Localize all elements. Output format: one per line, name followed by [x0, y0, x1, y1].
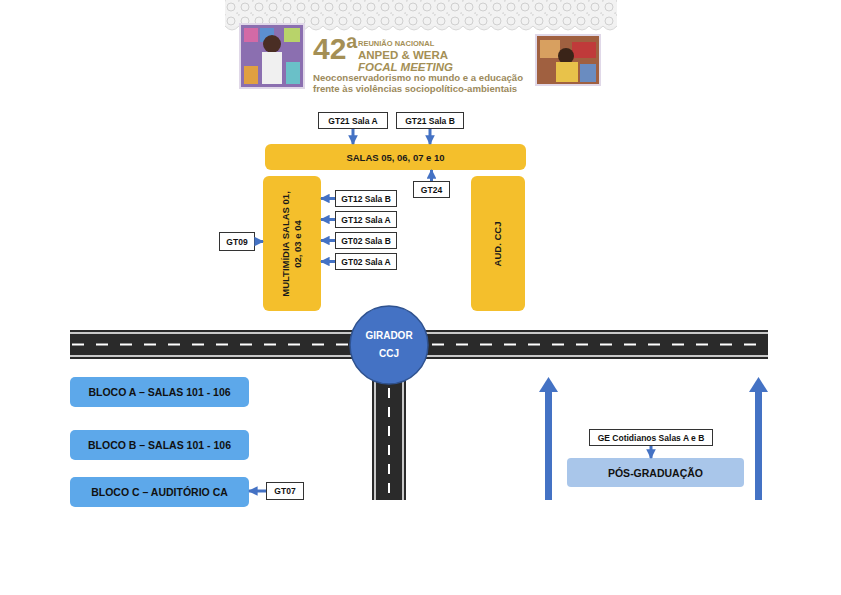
banner-text: FOCAL MEETING [358, 61, 453, 73]
banner-text: Neoconservadorismo no mundo e a educação… [313, 73, 535, 94]
roundabout-shape [349, 305, 429, 385]
banner-text: REUNIÃO NACIONAL [358, 40, 434, 48]
node-label: AUD. CCJ [471, 184, 525, 304]
node-label: GIRADOR CCJ [364, 327, 414, 363]
arrow-connector [249, 490, 266, 493]
room-tag: GT21 Sala B [396, 112, 464, 129]
banner-text: 42ª [313, 34, 357, 64]
node-label: MULTIMÍDIA SALAS 01, 02, 03 e 04 [263, 188, 321, 300]
room-tag: GT07 [266, 482, 304, 500]
room-tag: GT24 [413, 181, 450, 198]
room-tag: GT02 Sala A [335, 253, 397, 270]
banner-text: ANPED & WERA [358, 49, 448, 61]
room-tag: GT12 Sala B [335, 190, 397, 207]
node-label: GE Cotidianos Salas A e B [598, 433, 705, 443]
node-label: GT02 Sala A [341, 257, 390, 267]
room-tag: GT09 [219, 232, 255, 251]
node-label: GT24 [421, 185, 442, 195]
node-label: BLOCO B – SALAS 101 - 106 [88, 439, 231, 451]
building-block: AUD. CCJ [471, 176, 525, 311]
arrow-connector [429, 129, 432, 144]
direction-arrow [539, 377, 558, 500]
road-edge-line [374, 380, 376, 500]
node-label: BLOCO C – AUDITÓRIO CA [91, 486, 228, 498]
banner-photo-right [536, 35, 600, 85]
node-label: GT12 Sala B [341, 194, 391, 204]
building-block: BLOCO B – SALAS 101 - 106 [70, 430, 249, 460]
banner-photo-left [240, 24, 304, 88]
room-tag: GT02 Sala B [335, 232, 397, 249]
node-label: GT09 [226, 237, 247, 247]
room-tag: GT12 Sala A [335, 211, 397, 228]
direction-arrow [749, 377, 768, 500]
arrow-connector [650, 446, 653, 458]
node-label: GT07 [274, 486, 295, 496]
node-label: GT21 Sala B [405, 116, 455, 126]
road-vertical [372, 370, 406, 500]
road-edge-line [402, 380, 404, 500]
node-label: GT12 Sala A [341, 215, 390, 225]
arrow-connector [321, 197, 335, 200]
building-block: MULTIMÍDIA SALAS 01, 02, 03 e 04 [263, 176, 321, 311]
arrow-connector [255, 240, 263, 243]
arrow-connector [430, 170, 433, 181]
building-block: BLOCO A – SALAS 101 - 106 [70, 377, 249, 407]
room-tag: GE Cotidianos Salas A e B [589, 429, 713, 446]
arrow-connector [321, 260, 335, 263]
building-block: PÓS-GRADUAÇÃO [567, 458, 744, 487]
node-label: GT02 Sala B [341, 236, 391, 246]
node-label: BLOCO A – SALAS 101 - 106 [88, 386, 230, 398]
node-label: SALAS 05, 06, 07 e 10 [346, 152, 444, 163]
arrow-connector [321, 239, 335, 242]
node-label: PÓS-GRADUAÇÃO [608, 467, 703, 479]
room-tag: GT21 Sala A [318, 112, 388, 129]
arrow-connector [352, 129, 355, 144]
node-label: GT21 Sala A [328, 116, 377, 126]
building-block: BLOCO C – AUDITÓRIO CA [70, 477, 249, 507]
building-block: SALAS 05, 06, 07 e 10 [265, 144, 526, 170]
lace-border [225, 0, 617, 26]
roundabout: GIRADOR CCJ [349, 305, 429, 385]
road-center-line [388, 388, 390, 500]
arrow-connector [321, 218, 335, 221]
